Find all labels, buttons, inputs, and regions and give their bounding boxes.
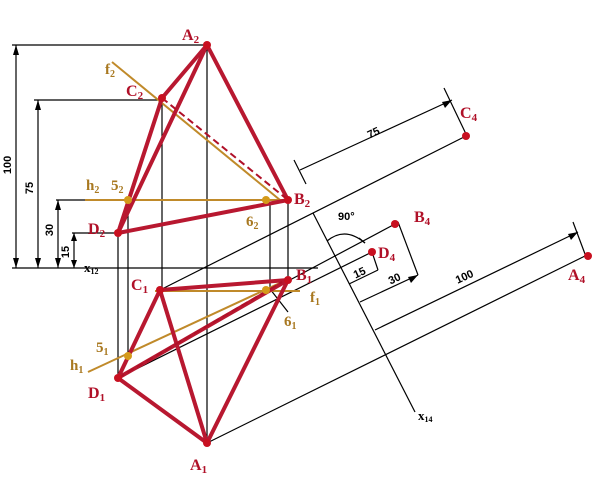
point-62 [262,196,270,204]
axis-x14-line [312,212,416,413]
dimension-arrows [13,45,578,283]
edges-top-outer [116,278,290,445]
point-b2 [284,196,292,204]
point-51 [124,352,132,360]
label-x12: x12 [84,260,99,276]
angle-text: 90° [338,211,355,223]
label-62: 62 [246,214,259,232]
dim-text-15: 15 [60,246,72,258]
edge-d2-c2 [116,96,164,235]
label-a2: A2 [182,27,200,46]
points [114,41,592,447]
edges-front-outer [116,43,290,235]
label-b2: B2 [294,191,311,210]
dim-text-aux-75: 75 [366,125,382,141]
proj-line-c [159,135,467,291]
point-a1 [203,439,211,447]
dim-line-aux-30 [359,274,419,303]
label-d4: D4 [378,245,396,264]
pyramid-frontal-view [116,43,290,235]
dim-line-aux-15 [348,269,379,285]
label-a4: A4 [568,267,586,286]
point-labels: A2 C2 B2 D2 C1 B1 D1 A1 C4 B4 D4 A4 52 6… [88,27,586,476]
construction-lines [12,44,586,444]
dim-ext-aux-75b [443,87,467,135]
point-61 [262,286,270,294]
point-d4 [368,248,376,256]
pyramid-horizontal-view [116,278,290,445]
label-52: 52 [111,178,124,196]
point-c1 [156,286,164,294]
label-61: 61 [284,314,297,332]
dim-text-aux-100: 100 [454,268,476,287]
label-f1: f1 [310,290,320,308]
point-a2 [203,41,211,49]
dim-text-aux-30: 30 [387,271,403,287]
point-b1 [284,276,292,284]
line-labels: f2 h2 f1 h1 [70,62,320,376]
label-h1: h1 [70,358,83,376]
proj-line-d [117,251,373,379]
proj-line-b [287,223,396,282]
label-c1: C1 [131,277,148,296]
edge-d1-b1-hidden [117,281,283,379]
point-c2 [158,94,166,102]
edge-c2-a2 [160,43,209,100]
label-c2: C2 [126,83,144,102]
level-lines [85,61,300,373]
point-a4 [584,252,592,260]
dim-ext-aux-100 [572,221,586,255]
axis-labels: x12 x14 [84,260,433,424]
dim-text-30: 30 [44,224,56,236]
dim-text-100: 100 [2,156,14,174]
label-d2: D2 [88,221,106,240]
edge-d1-b1 [116,278,290,380]
point-b4 [391,220,399,228]
proj-line-a [206,255,586,444]
dim-line-aux-75 [299,99,453,171]
dim-text-aux-15: 15 [352,265,368,281]
edge-c2-b2-hidden [161,97,289,201]
dim-ext-aux-30 [397,221,419,276]
label-b1: B1 [296,267,312,286]
h1-line [87,281,283,373]
dimension-texts: 100 75 30 15 75 30 15 100 90° [2,125,476,287]
dim-ext-aux-75a [293,159,307,185]
label-x14: x14 [418,408,433,424]
point-d1 [114,374,122,382]
point-d2 [114,229,122,237]
point-52 [124,196,132,204]
point-c4 [462,132,470,140]
right-angle-arrow [358,237,366,244]
dim-text-75: 75 [24,182,36,194]
label-d1: D1 [88,385,105,404]
label-h2: h2 [86,178,99,196]
f2-line [111,61,281,201]
label-51: 51 [96,340,109,358]
label-f2: f2 [105,62,115,80]
label-a1: A1 [190,457,207,476]
label-c4: C4 [460,105,478,124]
dim-line-aux-100 [374,231,579,331]
label-b4: B4 [414,209,431,228]
